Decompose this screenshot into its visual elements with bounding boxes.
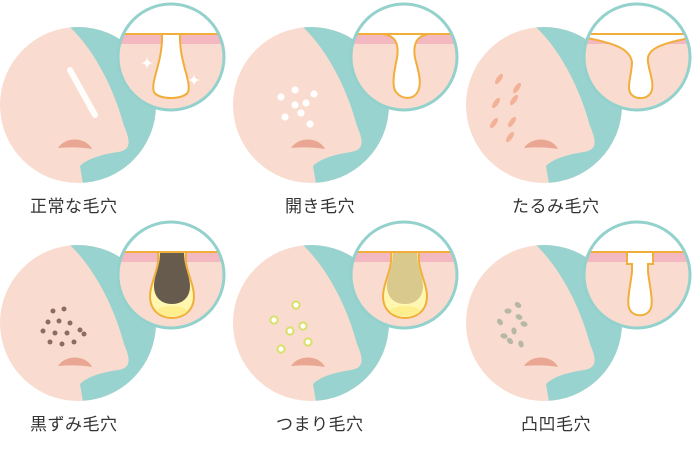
magnifier-ring [116,220,226,330]
magnifier-ring [582,220,692,330]
sparkle-icon [187,73,201,87]
uneven-skin-speckle [506,337,514,345]
face-closeup-illustration [233,2,459,183]
sebum-base [390,306,420,316]
panel-normal-pore: 正常な毛穴 [0,0,233,230]
uneven-skin-speckle [497,318,503,326]
skin-highlight [67,67,98,118]
sagging-pore-mark [489,117,499,129]
face-closeup-illustration [0,220,226,401]
uneven-skin-speckle [515,314,523,320]
clogged-pore-dot [303,337,313,347]
uneven-skin-speckle [511,327,517,335]
blackhead-dot [47,339,53,345]
uneven-skin-speckle [504,308,512,314]
sagging-pore-mark [491,97,501,109]
panel-blackhead-pore: 黒ずみ毛穴 [0,218,233,448]
blackhead-dot [52,330,58,336]
sebum-base [157,306,187,316]
sagging-pore-mark [494,73,504,85]
pore-cavity [152,33,190,99]
blackhead-dot [50,308,56,314]
pore-cavity [586,33,690,100]
panel-clogged-pore: つまり毛穴 [233,218,466,448]
panel-label: 凸凹毛穴 [521,415,591,435]
open-pore-dot [302,99,310,107]
panel-label: つまり毛穴 [276,415,364,435]
magnifier-ring [582,2,692,112]
blackhead-dot [64,330,70,336]
open-pore-dot [291,101,299,109]
blackhead-dot [67,320,73,326]
panel-label: 黒ずみ毛穴 [30,415,118,435]
open-pore-dot [291,86,299,94]
sagging-pore-mark [507,116,517,128]
uneven-skin-speckle [500,333,508,339]
nostril-shape [291,357,325,367]
panel-label: 正常な毛穴 [30,197,118,217]
nostril-shape [524,357,558,367]
sparkle-icon [140,56,154,70]
panel-uneven-pore: 凸凹毛穴 [466,218,699,448]
open-pore-dot [310,90,318,98]
blackhead-dot [59,341,65,347]
clogged-pore-dot [276,344,286,354]
magnifier-ring [349,2,459,112]
pore-cavity [382,33,430,99]
open-pore-dot [297,109,305,117]
panel-open-pore: 開き毛穴 [233,0,466,230]
clogged-pore-dot [291,300,301,310]
sagging-pore-mark [505,131,515,143]
nostril-shape [58,357,92,367]
blackhead-dot [56,318,62,324]
face-closeup-illustration [466,2,692,183]
clogged-pore-dot [285,326,295,336]
magnified-skin [118,251,224,328]
magnified-skin [351,251,457,328]
open-pore-dot [306,120,314,128]
blackhead-dot [61,306,67,312]
nostril-shape [58,139,92,149]
open-pore-dot [281,113,289,121]
nostril-shape [524,139,558,149]
blackhead-dot [81,331,87,337]
sebum-plug [154,252,190,304]
panel-sagging-pore: たるみ毛穴 [466,0,699,230]
uneven-skin-speckle [520,321,528,327]
sagging-pore-mark [509,94,519,106]
face-closeup-illustration [0,2,226,183]
blackhead-dot [45,319,51,325]
blackhead-dot [77,327,83,333]
panel-label: たるみ毛穴 [512,197,600,217]
open-pore-dot [277,93,285,101]
face-closeup-illustration [233,220,459,401]
face-closeup-illustration [466,220,692,401]
uneven-skin-speckle [514,302,522,308]
magnifier-ring [349,220,459,330]
clogged-pore-dot [298,321,308,331]
sebum-plug [387,252,423,304]
uneven-skin-speckle [518,340,524,348]
blackhead-dot [71,339,77,345]
blackhead-dot [40,328,46,334]
magnifier-ring [116,2,226,112]
panel-label: 開き毛穴 [285,197,355,217]
clogged-pore-dot [269,315,279,325]
pore-cavity [626,251,654,317]
nostril-shape [291,139,325,149]
sagging-pore-mark [512,82,522,94]
